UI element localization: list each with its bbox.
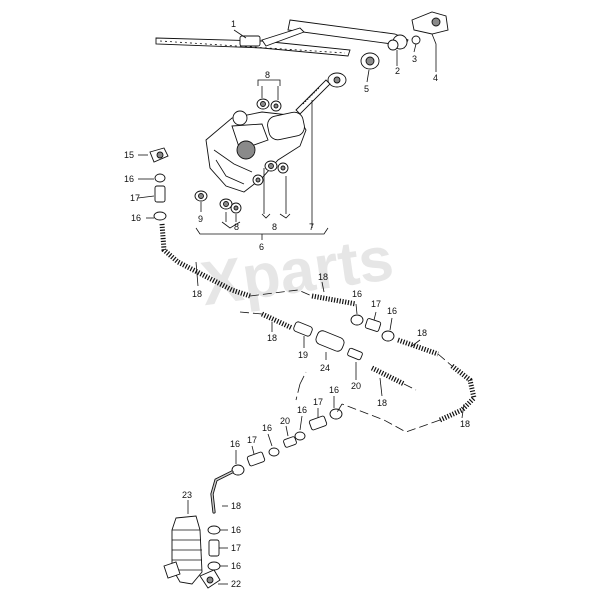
label-3: 3 [412, 54, 417, 64]
label-16-d: 16 [387, 306, 397, 316]
label-22: 22 [231, 579, 241, 589]
cap [387, 39, 399, 51]
label-16-b: 16 [131, 213, 141, 223]
label-8-mid: 8 [272, 222, 277, 232]
label-16-c: 16 [352, 289, 362, 299]
wiper-blade [155, 35, 351, 57]
washer-pump [163, 515, 221, 589]
label-18-d: 18 [417, 328, 427, 338]
label-18-e: 18 [377, 398, 387, 408]
label-2: 2 [395, 66, 400, 76]
label-16-a: 16 [124, 174, 134, 184]
pump-hose [207, 403, 343, 571]
label-17-e: 17 [231, 543, 241, 553]
label-16-f: 16 [297, 405, 307, 415]
label-7: 7 [309, 222, 314, 232]
wiper-motor [205, 110, 307, 193]
label-4: 4 [433, 73, 438, 83]
left-fittings [137, 147, 169, 221]
label-5: 5 [364, 84, 369, 94]
label-15: 15 [124, 150, 134, 160]
label-9: 9 [198, 214, 203, 224]
label-17-a: 17 [130, 193, 140, 203]
label-17-d: 17 [247, 435, 257, 445]
label-6: 6 [259, 242, 264, 252]
washer-nozzle [411, 11, 449, 35]
callout-labels: 1 2 3 4 5 8 7 9 8 8 6 15 16 17 16 18 18 … [124, 19, 470, 589]
watermark-text: Xparts [197, 224, 398, 319]
label-16-h: 16 [230, 439, 240, 449]
label-16-e: 16 [329, 385, 339, 395]
label-23: 23 [182, 490, 192, 500]
leader-lines-upper [195, 29, 437, 240]
label-16-g: 16 [262, 423, 272, 433]
label-17-c: 17 [313, 397, 323, 407]
label-19: 19 [298, 350, 308, 360]
label-18-b: 18 [318, 272, 328, 282]
label-16-j: 16 [231, 561, 241, 571]
label-20-a: 20 [351, 381, 361, 391]
label-24: 24 [320, 363, 330, 373]
grommets [219, 98, 289, 214]
leader-lines-lower [187, 261, 465, 585]
label-18-f: 18 [460, 419, 470, 429]
label-16-i: 16 [231, 525, 241, 535]
valve-assembly [293, 321, 363, 361]
label-18-a: 18 [192, 289, 202, 299]
center-fittings [350, 314, 395, 342]
label-17-b: 17 [371, 299, 381, 309]
nut-washer [327, 52, 380, 88]
lower-fittings [231, 408, 343, 476]
spindle [295, 79, 331, 115]
label-20-b: 20 [280, 416, 290, 426]
label-18-g: 18 [231, 501, 241, 511]
label-18-c: 18 [267, 333, 277, 343]
nut [194, 190, 208, 202]
label-8-left: 8 [234, 222, 239, 232]
part-3 [411, 35, 421, 45]
label-1: 1 [231, 19, 236, 29]
hose-lines [159, 223, 477, 433]
label-8-top: 8 [265, 70, 270, 80]
